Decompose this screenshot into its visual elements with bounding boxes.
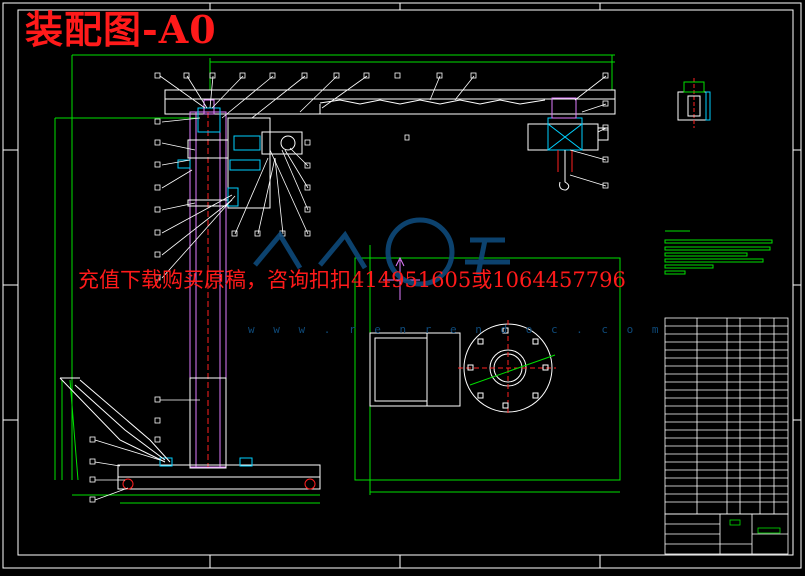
part-leaders-top	[159, 75, 607, 187]
part-leaders-right-of-column	[234, 147, 309, 235]
parts-list-table	[664, 317, 789, 555]
hoist-trolley	[527, 97, 609, 191]
base-plan-view	[354, 245, 621, 495]
watermark-url: w w w . r e n r e n d o c . c o m	[248, 323, 665, 336]
slewing-drive	[177, 117, 303, 209]
motor-icon	[280, 135, 296, 151]
hook-icon	[559, 172, 570, 191]
crane-column	[187, 99, 229, 469]
jib-boom	[164, 89, 616, 115]
part-balloons	[89, 72, 609, 503]
crane-base	[59, 377, 321, 490]
promo-banner: 充值下载购买原稿，咨询扣扣414951605或1064457796	[78, 268, 626, 292]
sheet-frame	[2, 2, 802, 569]
technical-notes	[664, 230, 773, 275]
drawing-title: 装配图-A0	[25, 7, 217, 52]
part-leaders-left	[94, 117, 236, 501]
watermark-logo-icon	[253, 217, 510, 287]
dimension-lines	[54, 54, 615, 504]
section-view-top	[677, 78, 711, 128]
